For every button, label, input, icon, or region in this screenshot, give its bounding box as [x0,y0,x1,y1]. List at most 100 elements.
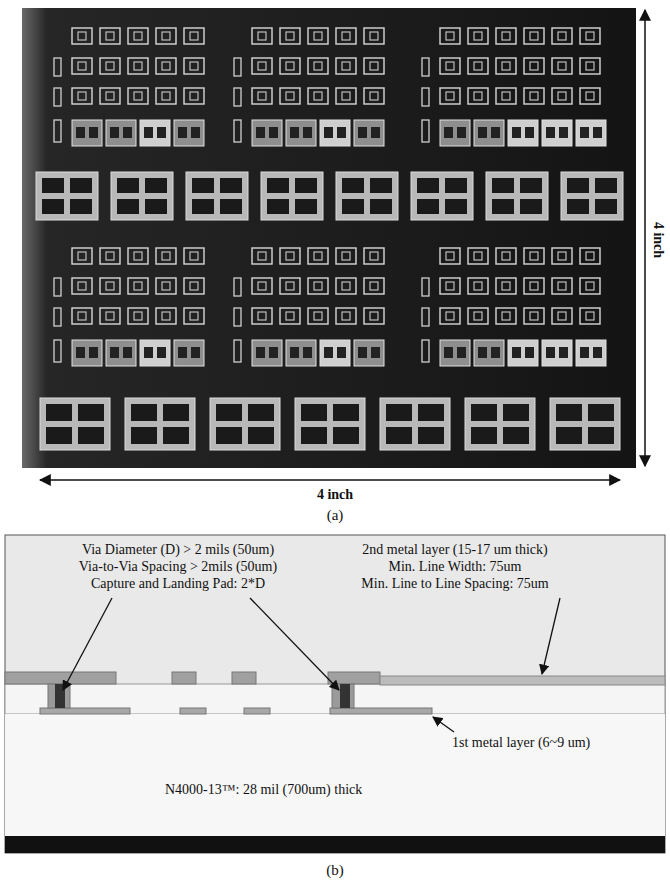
coil-pattern [474,282,482,290]
plane-window [588,404,614,421]
coil-pattern [258,282,266,290]
coil-pattern [580,88,600,104]
coil-pattern [286,282,294,290]
plane-pattern [336,172,398,220]
plane-window [131,427,157,444]
first-metal [40,708,432,714]
plane-window [216,404,242,421]
pad-window [444,127,453,138]
plane-pattern [561,172,623,220]
coil-pattern [342,92,350,100]
coil-pattern [496,308,516,324]
pad-pattern [440,340,470,366]
plane-pattern [465,398,535,450]
pad-window [76,347,85,358]
coil-pattern [106,32,114,40]
coil-pattern [280,28,300,44]
via [48,684,70,708]
coil-pattern [280,88,300,104]
plane-window [520,199,542,214]
pad-window [76,127,85,138]
coil-pattern [524,58,544,74]
coil-pattern [280,308,300,324]
coil-pattern [184,278,204,294]
coil-pattern [286,92,294,100]
pad-window [144,127,153,138]
coil-pattern [370,252,378,260]
coil-pattern [128,28,148,44]
plane-window [46,427,72,444]
marker-bar [234,58,241,76]
pad-window [337,127,346,138]
coil-pattern [468,308,488,324]
pad-window [324,127,333,138]
plane-window [333,404,359,421]
coil-pattern [530,312,538,320]
coil-pattern [258,252,266,260]
coil-pattern [558,312,566,320]
plane-pattern [186,172,248,220]
coil-pattern [530,62,538,70]
plane-pattern [261,172,323,220]
coil-pattern [468,278,488,294]
pad-window [593,347,602,358]
coil-pattern [552,28,572,44]
coil-pattern [106,62,114,70]
coil-pattern [468,28,488,44]
coil-pattern [128,308,148,324]
pad-window [444,347,453,358]
dimension-label: 4 inch [317,487,353,503]
pad-window [546,127,555,138]
coil-pattern [364,248,384,264]
substrate-label: N4000-13™: 28 mil (700um) thick [165,782,362,798]
pad-window [358,127,367,138]
coil-pattern [370,282,378,290]
plane-pattern [111,172,173,220]
coil-pattern [336,88,356,104]
second-metal-line [380,676,665,685]
coil-pattern [252,278,272,294]
coil-pattern [162,62,170,70]
pad-window [512,347,521,358]
marker-bar [234,278,241,296]
plane-window [267,178,289,193]
coil-pattern [286,312,294,320]
dielectric-layer [5,684,665,714]
coil-pattern [134,62,142,70]
layer-label: 1st metal layer (6~9 um) [452,735,590,751]
plane-window [492,199,514,214]
coil-pattern [440,88,460,104]
coil-pattern [100,308,120,324]
pad-window [178,127,187,138]
plane-window [595,199,617,214]
plane-window [42,199,64,214]
coil-pattern [552,248,572,264]
marker-bar [54,88,61,106]
coil-pattern [286,62,294,70]
coil-pattern [156,278,176,294]
design-rule-note: Min. Line Width: 75um [389,559,522,575]
plane-window [471,404,497,421]
pad-pattern [508,120,538,146]
pad-window [559,347,568,358]
coil-pattern [72,28,92,44]
plane-window [131,404,157,421]
plane-pattern [380,398,450,450]
pad-window [371,347,380,358]
coil-pattern [106,312,114,320]
plane-window [445,199,467,214]
plane-window [42,178,64,193]
plane-pattern [210,398,280,450]
leader-lines [63,598,560,732]
marker-bar [54,120,61,142]
pad-pattern [576,340,606,366]
pad-window [157,347,166,358]
coil-pattern [496,88,516,104]
marker-bar [54,278,61,296]
pad-window [546,347,555,358]
marker-bar [54,58,61,76]
coil-pattern [370,32,378,40]
pad-window [191,127,200,138]
coil-pattern [100,28,120,44]
section-frame [5,535,665,853]
